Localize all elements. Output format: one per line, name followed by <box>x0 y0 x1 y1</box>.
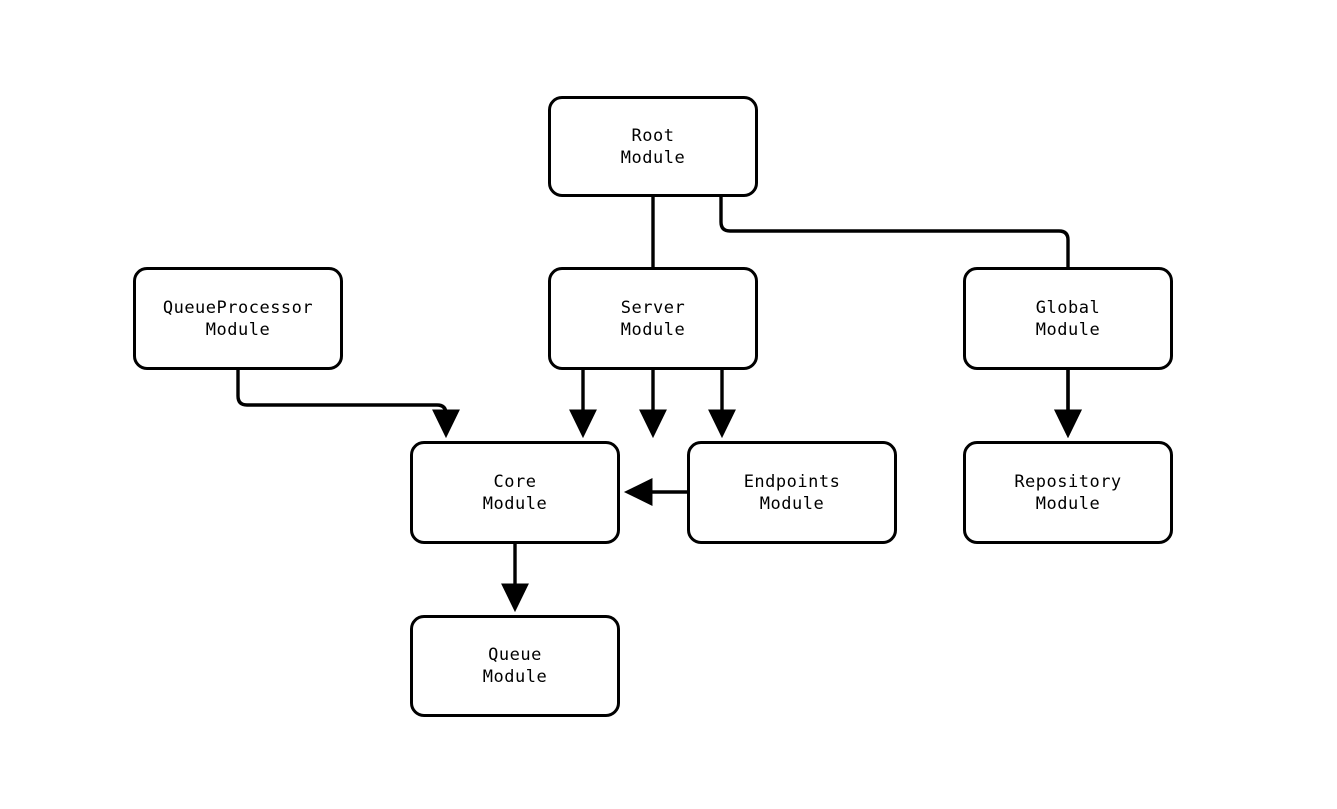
node-global[interactable]: Global Module <box>963 267 1173 370</box>
node-repository-line1: Repository <box>1014 471 1122 492</box>
node-server-line2: Module <box>620 319 686 340</box>
node-queueprocessor-line1: QueueProcessor <box>162 297 314 318</box>
node-endpoints[interactable]: Endpoints Module <box>687 441 897 544</box>
node-global-line1: Global <box>1035 297 1101 318</box>
node-repository[interactable]: Repository Module <box>963 441 1173 544</box>
node-queue-line1: Queue <box>488 645 542 665</box>
node-core-line2: Module <box>482 493 548 514</box>
node-root-line2: Module <box>620 147 686 168</box>
node-root-line1: Root <box>631 125 675 146</box>
node-root[interactable]: Root Module <box>548 96 758 197</box>
node-repository-line2: Module <box>1035 493 1101 514</box>
node-endpoints-line1: Endpoints <box>743 471 841 492</box>
node-global-line2: Module <box>1035 319 1101 340</box>
node-queue-line2: Module <box>482 667 548 687</box>
node-core-line1: Core <box>493 471 537 492</box>
edge-root-to-global <box>719 197 1082 439</box>
node-endpoints-line2: Module <box>759 493 825 514</box>
node-core[interactable]: Core Module <box>410 441 620 544</box>
node-queue[interactable]: Queue Module <box>410 615 620 717</box>
node-server[interactable]: Server Module <box>548 267 758 370</box>
edge-queueprocessor-to-core <box>236 370 460 439</box>
node-queueprocessor-line2: Module <box>205 319 271 340</box>
node-queueprocessor[interactable]: QueueProcessor Module <box>133 267 343 370</box>
node-server-line1: Server <box>620 297 686 318</box>
